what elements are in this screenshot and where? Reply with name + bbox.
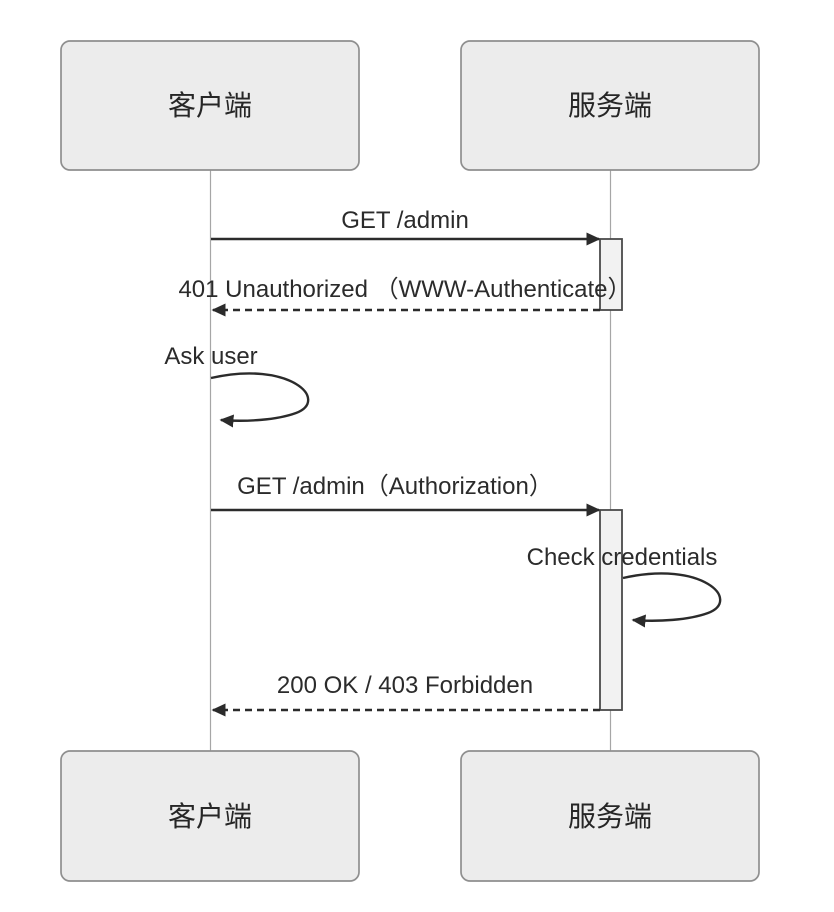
actor-client-top: 客户端 <box>60 40 360 171</box>
self-loop-server <box>622 572 722 628</box>
actor-box-server-top <box>460 40 760 171</box>
message-label-200-403: 200 OK / 403 Forbidden <box>277 672 533 699</box>
actor-label-client-bottom: 客户端 <box>168 801 252 832</box>
actor-server-top: 服务端 <box>460 40 760 171</box>
message-label-401: 401 Unauthorized （WWW-Authenticate） <box>178 276 631 303</box>
activation-bar-1 <box>599 238 623 311</box>
message-label-ask-user: Ask user <box>164 343 257 370</box>
message-label-get-admin: GET /admin <box>341 207 469 234</box>
activation-bar-2 <box>599 509 623 711</box>
message-label-get-admin-auth: GET /admin（Authorization） <box>237 473 553 500</box>
actor-box-client-top <box>60 40 360 171</box>
actor-label-client-top: 客户端 <box>168 90 252 121</box>
actor-box-server-bottom <box>460 750 760 882</box>
actor-server-bottom: 服务端 <box>460 750 760 882</box>
message-label-check-credentials: Check credentials <box>527 544 718 571</box>
self-loop-client <box>210 372 310 428</box>
actor-client-bottom: 客户端 <box>60 750 360 882</box>
actor-label-server-top: 服务端 <box>568 90 652 121</box>
actor-box-client-bottom <box>60 750 360 882</box>
actor-label-server-bottom: 服务端 <box>568 801 652 832</box>
